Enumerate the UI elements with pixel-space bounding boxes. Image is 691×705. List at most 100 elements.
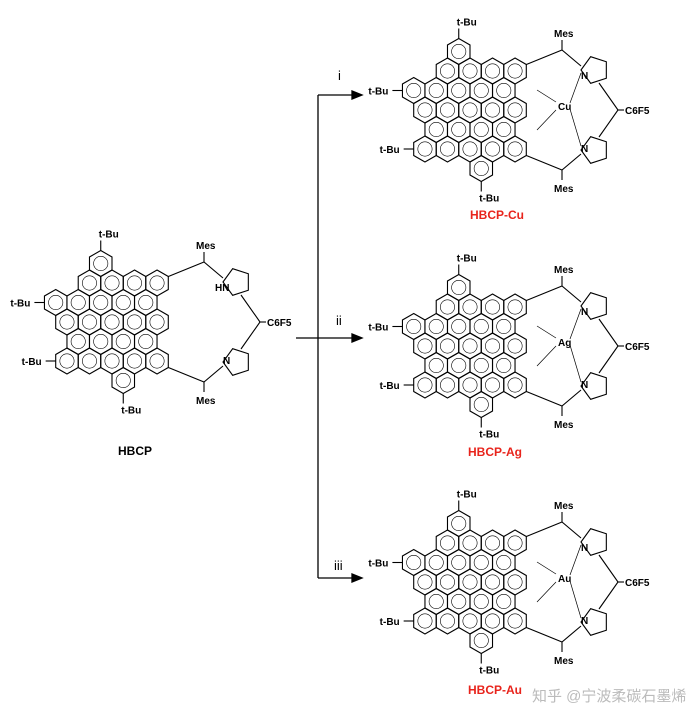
arrowhead-i [351,90,364,100]
coordination-bond [569,72,582,104]
molecule-name-hbcp-cu: HBCP-Cu [470,208,524,222]
aromatic-bond [451,516,467,531]
coordination-bond [569,544,582,576]
aromatic-bond [440,535,455,551]
benzene-ring [435,529,460,557]
aromatic-bond [115,373,131,388]
meso-bond [526,625,582,643]
aromatic-bond [507,535,523,551]
metal-label: Ag [558,338,571,349]
aromatic-bond [462,377,478,393]
benzene-ring [424,312,449,341]
aromatic-bond [406,83,422,98]
nitrogen-label: N [581,380,588,391]
aromatic-bond [428,555,444,570]
aromatic-bond [451,358,467,373]
aromatic-bond [138,334,154,349]
aromatic-bond [440,102,455,118]
aromatic-bond [149,275,165,291]
aromatic-bond [417,574,433,590]
aromatic-bond [473,555,489,570]
benzene-ring [55,347,79,375]
benzene-ring [145,269,169,297]
arrowhead-iii [351,573,364,583]
benzene-ring [435,96,460,124]
benzene-ring [480,135,505,163]
benzene-ring [55,308,79,336]
aromatic-bond [451,122,467,137]
c6f5-label: C6F5 [625,578,650,589]
benzene-ring [469,115,494,144]
benzene-ring [458,607,482,635]
molecule-name-hbcp-ag: HBCP-Ag [468,445,522,459]
aromatic-bond [440,141,455,157]
mes-label: Mes [554,656,574,667]
benzene-ring [446,351,471,380]
coordination-bond [536,561,557,575]
aromatic-bond [507,141,523,157]
tbu-label: t-Bu [380,145,400,156]
benzene-ring [413,332,437,360]
benzene-ring [480,96,505,124]
coordination-bond [536,345,557,367]
meso-bond [168,365,224,383]
aromatic-bond [451,83,467,98]
benzene-ring [458,568,482,596]
aromatic-bond [473,83,489,98]
benzene-ring [458,135,482,163]
aromatic-bond [485,535,500,551]
aromatic-bond [485,63,500,79]
benzene-ring [503,568,527,596]
meso-bond [526,49,582,67]
aromatic-bond [507,574,523,590]
aromatic-bond [485,102,500,118]
aromatic-bond [417,377,433,393]
benzene-ring [446,587,471,616]
tbu-label: t-Bu [368,559,388,570]
benzene-ring [133,327,158,356]
benzene-ring [503,135,527,163]
aromatic-bond [440,338,455,354]
mes-label: Mes [554,184,574,195]
aromatic-bond [440,613,455,629]
benzene-ring [43,288,68,317]
benzene-ring [145,308,169,336]
benzene-ring [401,76,426,105]
benzene-ring [111,327,136,356]
meso-bond [598,82,619,138]
benzene-ring [424,115,449,144]
benzene-ring [88,327,113,356]
benzene-ring [503,607,527,635]
benzene-ring [100,269,124,297]
benzene-ring [100,347,124,375]
benzene-ring [435,371,460,399]
pyrrole-ring [222,348,249,376]
coordination-bond [569,108,582,147]
aromatic-bond [462,63,478,79]
benzene-ring [480,529,505,557]
aromatic-bond [440,574,455,590]
aromatic-bond [496,83,512,98]
benzene-ring [480,332,505,360]
pyrrole-ring [580,608,607,636]
aromatic-bond [473,633,489,648]
tbu-label: t-Bu [380,617,400,628]
benzene-ring [424,76,449,105]
aromatic-bond [428,358,444,373]
tbu-label: t-Bu [457,18,477,29]
step-label-ii: ii [336,313,342,328]
arrowhead-ii [351,333,364,343]
benzene-ring [503,529,527,557]
mes-label: Mes [554,501,574,512]
benzene-ring [458,332,482,360]
metal-label: Au [558,574,571,585]
mes-label: Mes [196,396,216,407]
benzene-ring [413,96,437,124]
nitrogen-label: N [223,356,230,367]
aromatic-bond [406,555,422,570]
aromatic-bond [70,334,86,349]
benzene-ring [413,371,437,399]
tbu-label: t-Bu [457,490,477,501]
benzene-ring [88,249,113,278]
pyrrole-ring [580,372,607,400]
